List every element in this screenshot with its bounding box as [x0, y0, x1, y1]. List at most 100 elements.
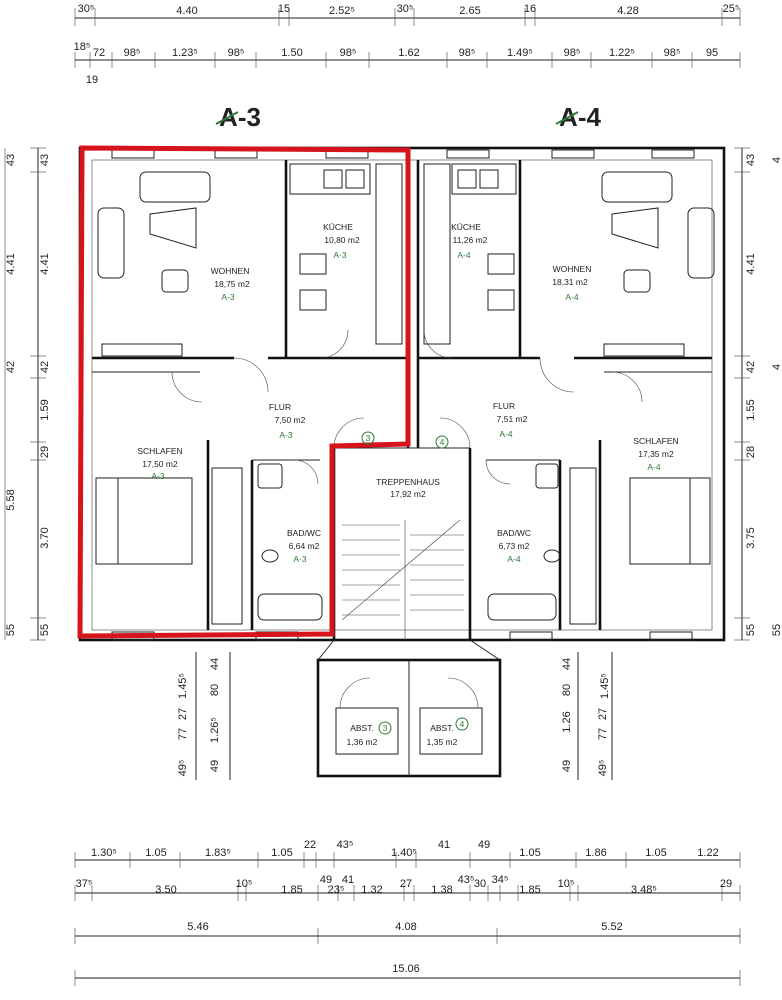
dim-left-1: 4.41 — [39, 253, 51, 274]
dim-right-2: 42 — [745, 361, 757, 373]
dim-br-1: 80 — [561, 684, 573, 696]
room-labels: WOHNEN 18,75 m2 A-3 KÜCHE 10,80 m2 A-3 F… — [137, 222, 678, 747]
dim-b2-3: 1.85 — [281, 884, 302, 896]
room-a4-schlafen-area: 17,35 m2 — [638, 449, 674, 459]
dim-b1-4: 22 — [304, 839, 316, 851]
dim-b3-0: 5.46 — [187, 921, 208, 933]
dim-b1-1: 1.05 — [145, 847, 166, 859]
dim-b2-8: 27 — [400, 878, 412, 890]
dim-left-outer-0: 43 — [5, 154, 17, 166]
unit-label-a4: A-4 — [559, 102, 601, 132]
room-a3-schlafen-area: 17,50 m2 — [142, 459, 178, 469]
room-a3-flur-tag: A-3 — [279, 430, 293, 440]
dim-bl-6: 49⁵ — [177, 760, 189, 777]
bottom-right-vertical-dims: 44 80 1.45⁵ 1.26 27 77 49 49⁵ — [561, 652, 613, 780]
dim-right-outer-1: 4 — [771, 364, 782, 370]
top-dimension-chain-2: 18⁵ 72 98⁵ 1.23⁵ 98⁵ 1.50 98⁵ 1.62 98⁵ 1… — [74, 41, 741, 86]
dim-br-5: 77 — [597, 728, 609, 740]
dim-top2-8: 98⁵ — [459, 47, 476, 59]
dim-b3-2: 5.52 — [601, 921, 622, 933]
dim-top2-12: 98⁵ — [664, 47, 681, 59]
right-dimension-chain: 43 4.41 42 1.55 28 3.75 55 4 4 55 — [734, 147, 782, 641]
room-abst4-name: ABST. — [430, 723, 454, 733]
unit-label-a3: A-3 — [219, 102, 261, 132]
dim-b2-1: 3.50 — [155, 884, 176, 896]
dim-b2-12: 34⁵ — [492, 874, 509, 886]
dim-top2-0: 18⁵ — [74, 41, 91, 53]
dim-br-0: 44 — [561, 658, 573, 670]
dim-top2-10: 98⁵ — [564, 47, 581, 59]
building-walls — [78, 146, 726, 778]
room-treppenhaus-area: 17,92 m2 — [390, 489, 426, 499]
room-a3-bad-name: BAD/WC — [287, 528, 321, 538]
room-treppenhaus-name: TREPPENHAUS — [376, 477, 440, 487]
dim-right-0: 43 — [745, 154, 757, 166]
dim-b1-12: 1.22 — [697, 847, 718, 859]
top-dimension-chain: 30⁵ 4.40 15 2.52⁵ 30⁵ 2.65 16 4.28 25⁵ — [74, 3, 741, 26]
room-abst3-name: ABST. — [350, 723, 374, 733]
dim-top2-6: 98⁵ — [340, 47, 357, 59]
dim-b2-4: 49 — [320, 874, 332, 886]
dim-top2-9: 1.49⁵ — [507, 47, 533, 59]
dim-br-2: 1.45⁵ — [599, 673, 611, 699]
dim-b2-10: 43⁵ — [458, 874, 475, 886]
room-a4-bad-tag: A-4 — [507, 554, 521, 564]
dim-b2-11: 30 — [474, 878, 486, 890]
room-a4-flur-area: 7,51 m2 — [497, 414, 528, 424]
dim-b1-8: 49 — [478, 839, 490, 851]
dim-right-4: 28 — [745, 446, 757, 458]
bottom-dimension-chain-3: 5.46 4.08 5.52 — [74, 921, 741, 944]
door-tag-3: 3 — [366, 433, 371, 443]
room-a4-flur-tag: A-4 — [499, 429, 513, 439]
dim-top2-1: 72 — [93, 47, 105, 59]
dim-top2-3: 1.23⁵ — [172, 47, 198, 59]
dim-left-6: 55 — [39, 624, 51, 636]
dim-bl-5: 1.26⁵ — [209, 717, 221, 743]
dim-b2-16: 29 — [720, 878, 732, 890]
room-a4-wohnen-area: 18,31 m2 — [552, 277, 588, 287]
room-abst4-tag: 4 — [460, 719, 465, 729]
room-a3-kueche-tag: A-3 — [333, 250, 347, 260]
room-a3-kueche-area: 10,80 m2 — [324, 235, 360, 245]
dim-top-2: 15 — [278, 3, 290, 15]
dim-b1-11: 1.05 — [645, 847, 666, 859]
dim-top2-13: 95 — [706, 47, 718, 59]
dim-b1-7: 41 — [438, 839, 450, 851]
dim-b4-total: 15.06 — [392, 963, 420, 975]
room-a3-kueche-name: KÜCHE — [323, 222, 353, 232]
dim-b2-7: 1.32 — [361, 884, 382, 896]
dim-top2-sub: 19 — [86, 74, 98, 86]
dim-b2-14: 10⁵ — [558, 878, 575, 890]
dim-left-2: 42 — [39, 361, 51, 373]
dim-bl-7: 49 — [209, 760, 221, 772]
dim-b2-9: 1.38 — [431, 884, 452, 896]
dim-b2-0: 37⁵ — [76, 878, 93, 890]
room-a4-schlafen-name: SCHLAFEN — [633, 436, 678, 446]
room-a3-flur-name: FLUR — [269, 402, 291, 412]
dim-bl-0: 1.45⁵ — [177, 673, 189, 699]
bottom-dimension-chain-1: 1.30⁵ 1.05 1.83⁵ 1.05 22 43⁵ 1.40⁵ 41 49… — [74, 839, 741, 868]
dim-bl-3: 27 — [177, 708, 189, 720]
room-a3-wohnen-tag: A-3 — [221, 292, 235, 302]
dim-top2-11: 1.22⁵ — [609, 47, 635, 59]
room-a4-bad-name: BAD/WC — [497, 528, 531, 538]
dim-left-outer-2: 42 — [5, 361, 17, 373]
dim-top2-7: 1.62 — [398, 47, 419, 59]
unit-a3-highlight — [77, 145, 411, 639]
dim-right-outer-0: 4 — [771, 157, 782, 163]
dim-top2-5: 1.50 — [281, 47, 302, 59]
dim-left-4: 29 — [39, 446, 51, 458]
room-a4-schlafen-tag: A-4 — [647, 462, 661, 472]
dim-bl-1: 44 — [209, 658, 221, 670]
room-a4-kueche-tag: A-4 — [457, 250, 471, 260]
room-a3-bad-tag: A-3 — [293, 554, 307, 564]
dim-left-outer-3: 5.58 — [5, 489, 17, 510]
room-abst3-tag: 3 — [383, 723, 388, 733]
dim-top-4: 30⁵ — [397, 3, 414, 15]
dim-b1-3: 1.05 — [271, 847, 292, 859]
room-a4-bad-area: 6,73 m2 — [499, 541, 530, 551]
dim-right-outer-2: 55 — [771, 624, 782, 636]
dim-top-3: 2.52⁵ — [329, 5, 355, 17]
dim-left-5: 3.70 — [39, 527, 51, 548]
